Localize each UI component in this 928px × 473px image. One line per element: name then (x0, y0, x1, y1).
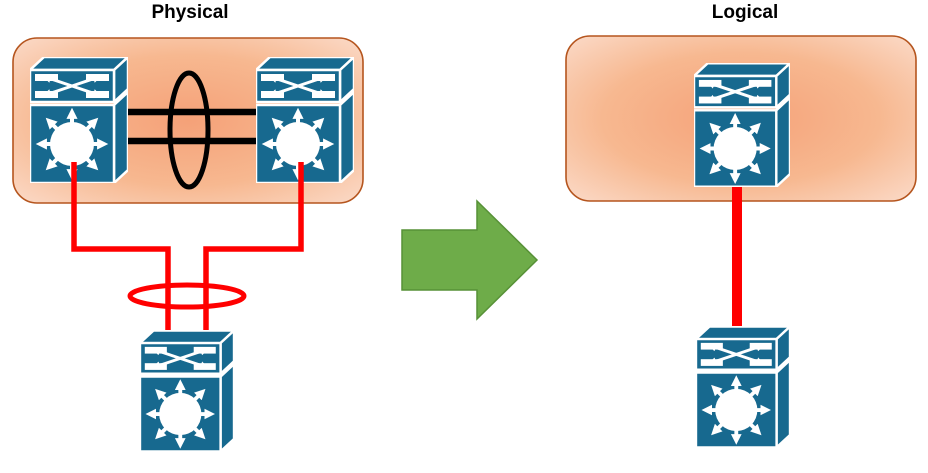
port-channel-bundle-ellipse (127, 282, 247, 310)
logical-access-switch-icon (696, 327, 790, 448)
physical-switch-right-icon (256, 57, 354, 183)
etherchannel-links (114, 70, 258, 190)
logical-panel-title: Logical (711, 2, 779, 23)
logical-virtual-switch-icon (694, 63, 790, 186)
uplink-right (203, 162, 304, 348)
uplink-left (71, 162, 171, 348)
physical-access-switch-icon (140, 331, 234, 452)
etherchannel-bundle-ellipse (167, 70, 211, 190)
physical-switch-left-icon (30, 57, 128, 183)
transform-right-arrow-icon (401, 199, 539, 321)
physical-panel-title: Physical (151, 2, 229, 23)
port-channel-links (71, 162, 304, 348)
